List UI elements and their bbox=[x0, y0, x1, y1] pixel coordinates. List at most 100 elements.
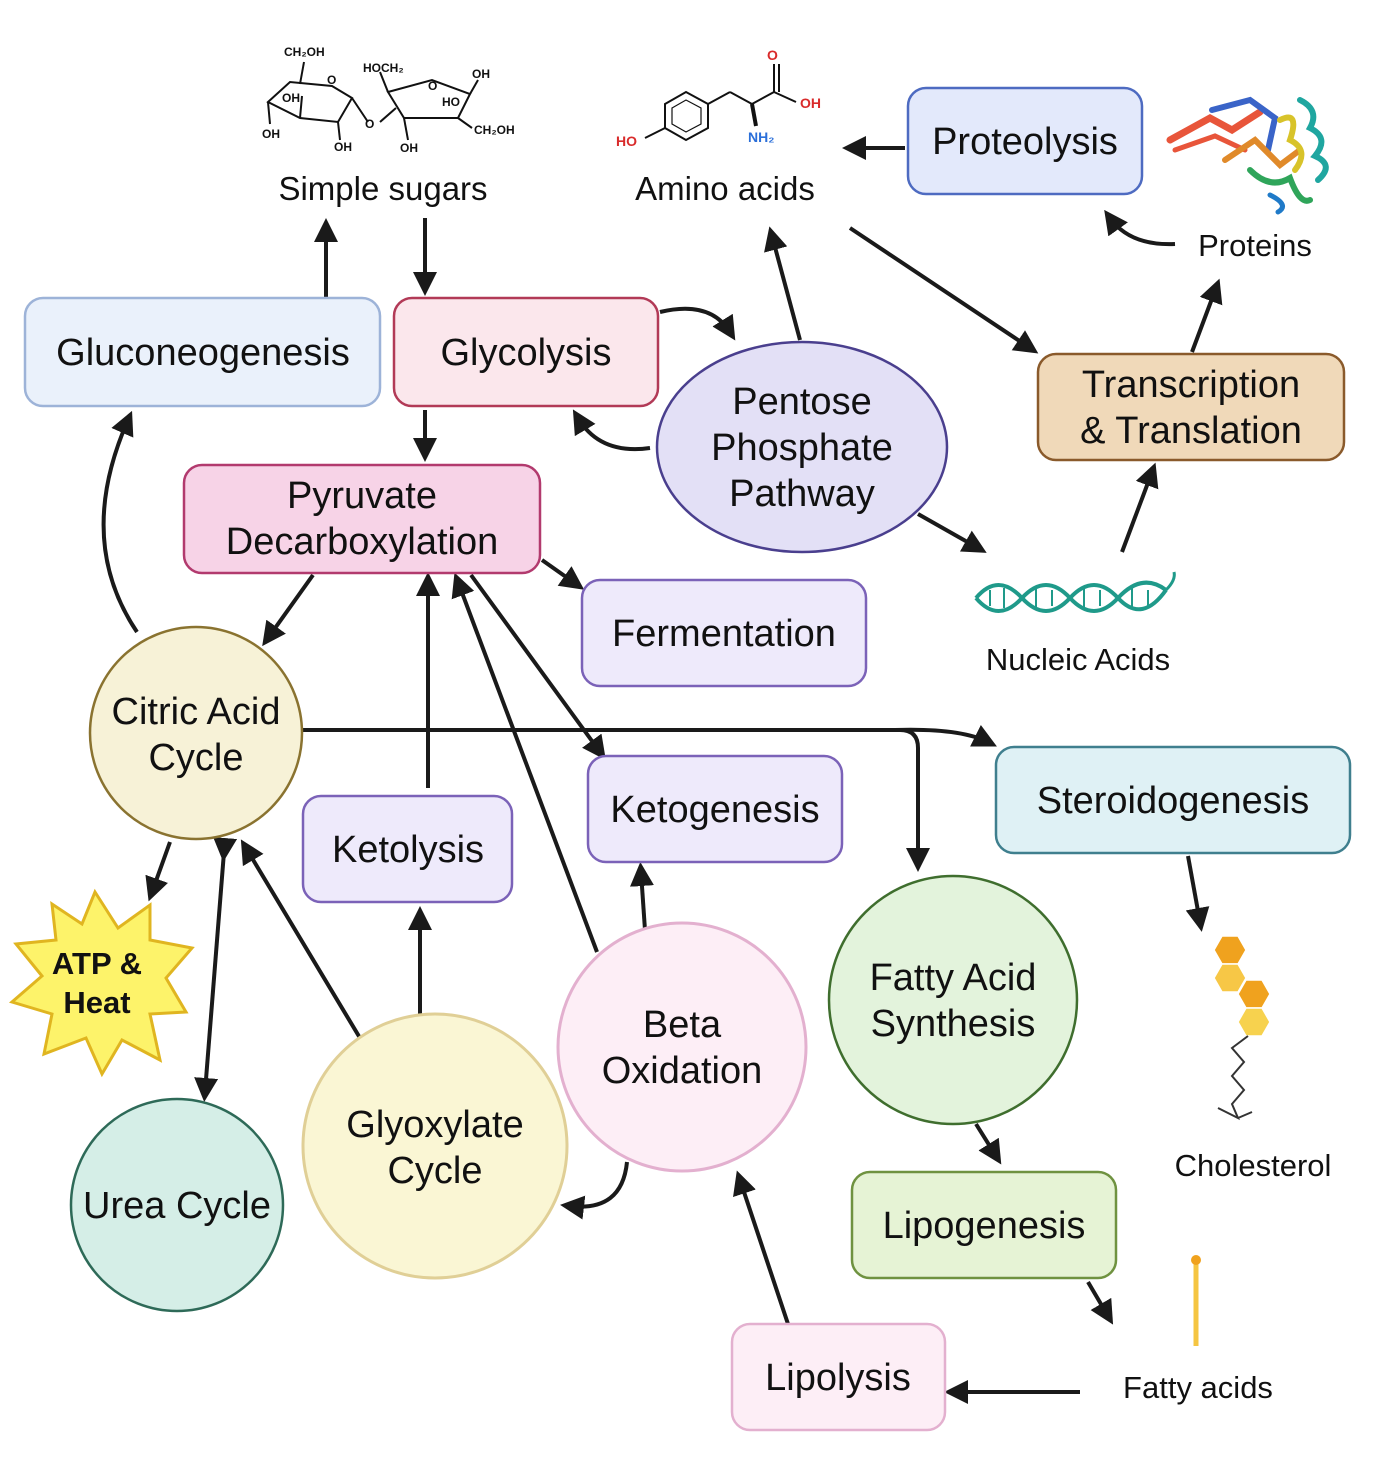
protein-ribbon-icon bbox=[1166, 96, 1329, 215]
arrow-lipolysis-to-beta bbox=[733, 1170, 790, 1325]
arrow-transcription-to-proteins bbox=[1190, 278, 1223, 353]
arrow-beta-to-pyruvate bbox=[451, 572, 599, 953]
arrow-aminoacids-to-transcription bbox=[848, 226, 1039, 354]
arrow-glycolysis-to-pentose bbox=[659, 306, 736, 341]
arrow-citric-to-gluconeogenesis bbox=[101, 410, 139, 634]
glyoxylate-label-line2: Cycle bbox=[387, 1150, 482, 1192]
arrow-pentose-to-glycolysis bbox=[572, 409, 651, 452]
arrow-steroidogenesis-to-cholesterol bbox=[1185, 855, 1210, 932]
svg-text:NH₂: NH₂ bbox=[748, 129, 774, 145]
lipogenesis-label: Lipogenesis bbox=[883, 1205, 1086, 1247]
svg-text:CH₂OH: CH₂OH bbox=[284, 45, 325, 59]
glycolysis-label: Glycolysis bbox=[440, 332, 611, 374]
pyruvate-label-line1: Pyruvate bbox=[287, 475, 437, 517]
citric-label-line1: Citric Acid bbox=[112, 691, 281, 733]
gluconeogenesis-node: Gluconeogenesis bbox=[23, 296, 382, 408]
beta-label-line1: Beta bbox=[643, 1004, 722, 1046]
svg-text:OH: OH bbox=[400, 141, 418, 155]
sucrose-structure-labels: CH₂OH OH OH OH O O HOCH₂ O OH HO CH₂OH O… bbox=[262, 45, 515, 155]
beta-oxidation-node: Beta Oxidation bbox=[556, 921, 808, 1173]
svg-text:OH: OH bbox=[334, 140, 352, 154]
arrow-citric-to-atp bbox=[145, 841, 172, 902]
nucleic-acids-label: Nucleic Acids bbox=[986, 642, 1170, 677]
atp-label-line1: ATP & bbox=[52, 946, 142, 981]
sucrose-structure-icon bbox=[266, 61, 479, 141]
dna-helix-icon bbox=[974, 571, 1176, 613]
amino-acid-structure-labels: HO O OH NH₂ bbox=[616, 47, 821, 149]
pentose-label-line2: Phosphate bbox=[711, 427, 893, 469]
arrows bbox=[101, 136, 1223, 1404]
arrow-pyruvate-to-fermentation bbox=[540, 558, 585, 590]
urea-cycle-node: Urea Cycle bbox=[69, 1097, 285, 1313]
svg-text:CH₂OH: CH₂OH bbox=[474, 123, 515, 137]
cholesterol-icon bbox=[1213, 935, 1271, 1121]
citric-label-line2: Cycle bbox=[148, 737, 243, 779]
steroidogenesis-label: Steroidogenesis bbox=[1037, 780, 1310, 822]
arrow-beta-to-ketogenesis bbox=[629, 862, 654, 931]
glycolysis-node: Glycolysis bbox=[392, 296, 660, 408]
atp-label-line2: Heat bbox=[63, 985, 130, 1020]
simple-sugars-label: Simple sugars bbox=[278, 170, 487, 207]
arrow-pyruvate-to-citric bbox=[262, 573, 315, 647]
steroidogenesis-node: Steroidogenesis bbox=[994, 745, 1352, 855]
svg-text:OH: OH bbox=[800, 95, 821, 111]
fatty-acid-synthesis-node: Fatty Acid Synthesis bbox=[827, 874, 1079, 1126]
svg-text:OH: OH bbox=[472, 67, 490, 81]
proteolysis-label: Proteolysis bbox=[932, 121, 1118, 163]
urea-label: Urea Cycle bbox=[83, 1185, 271, 1227]
ketolysis-node: Ketolysis bbox=[301, 794, 514, 904]
transcription-label-line1: Transcription bbox=[1082, 364, 1300, 406]
arrow-pyruvate-to-ketogenesis bbox=[469, 573, 606, 761]
atp-heat-starburst: ATP & Heat bbox=[8, 888, 195, 1078]
beta-label-line2: Oxidation bbox=[602, 1050, 763, 1092]
fatty-acid-stick-icon bbox=[1191, 1255, 1201, 1346]
arrow-pentose-to-aminoacids bbox=[764, 226, 802, 341]
svg-text:O: O bbox=[428, 79, 437, 93]
transcription-translation-node: Transcription & Translation bbox=[1036, 352, 1346, 462]
pyruvate-label-line2: Decarboxylation bbox=[226, 521, 498, 563]
svg-text:HO: HO bbox=[442, 95, 460, 109]
arrow-proteins-to-proteolysis bbox=[1104, 209, 1176, 247]
amino-acids-label: Amino acids bbox=[635, 170, 815, 207]
pentose-label-line3: Pathway bbox=[729, 473, 875, 515]
pentose-phosphate-node: Pentose Phosphate Pathway bbox=[655, 340, 949, 554]
svg-text:O: O bbox=[365, 117, 374, 131]
ketogenesis-label: Ketogenesis bbox=[610, 789, 819, 831]
fattyacid-synth-label-line2: Synthesis bbox=[871, 1003, 1036, 1045]
arrow-glyoxylate-to-citric bbox=[240, 839, 362, 1040]
fermentation-label: Fermentation bbox=[612, 613, 836, 655]
arrow-citric-to-steroidogenesis bbox=[894, 725, 997, 747]
proteins-label: Proteins bbox=[1198, 228, 1312, 263]
glyoxylate-cycle-node: Glyoxylate Cycle bbox=[301, 1012, 569, 1280]
pyruvate-decarboxylation-node: Pyruvate Decarboxylation bbox=[182, 463, 542, 575]
cholesterol-label: Cholesterol bbox=[1175, 1148, 1332, 1183]
fatty-acids-label: Fatty acids bbox=[1123, 1370, 1273, 1405]
gluconeogenesis-label: Gluconeogenesis bbox=[56, 332, 350, 374]
arrow-pentose-to-nucleicacids bbox=[917, 512, 987, 553]
arrow-beta-to-glyoxylate bbox=[560, 1161, 629, 1220]
arrow-fattyacidsynthesis-to-lipogenesis bbox=[974, 1122, 1002, 1165]
proteolysis-node: Proteolysis bbox=[906, 86, 1144, 196]
amino-acid-structure-icon bbox=[644, 64, 797, 142]
svg-text:O: O bbox=[327, 73, 336, 87]
svg-text:O: O bbox=[767, 47, 778, 63]
lipogenesis-node: Lipogenesis bbox=[850, 1170, 1118, 1280]
citric-acid-cycle-node: Citric Acid Cycle bbox=[88, 625, 304, 841]
fattyacid-synth-label-line1: Fatty Acid bbox=[870, 957, 1037, 999]
glyoxylate-label-line1: Glyoxylate bbox=[346, 1104, 523, 1146]
ketolysis-label: Ketolysis bbox=[332, 829, 484, 871]
lipolysis-label: Lipolysis bbox=[765, 1357, 911, 1399]
svg-text:HOCH₂: HOCH₂ bbox=[363, 61, 404, 75]
svg-text:HO: HO bbox=[616, 133, 637, 149]
svg-text:OH: OH bbox=[262, 127, 280, 141]
arrow-nucleicacids-to-transcription bbox=[1120, 462, 1159, 553]
pentose-label-line1: Pentose bbox=[732, 381, 871, 423]
transcription-label-line2: & Translation bbox=[1080, 410, 1302, 452]
svg-text:OH: OH bbox=[282, 91, 300, 105]
arrow-lipogenesis-to-fattyacids bbox=[1086, 1280, 1114, 1325]
fermentation-node: Fermentation bbox=[580, 578, 868, 688]
ketogenesis-node: Ketogenesis bbox=[586, 754, 844, 864]
arrow-citric-urea-bidirectional bbox=[194, 837, 238, 1102]
